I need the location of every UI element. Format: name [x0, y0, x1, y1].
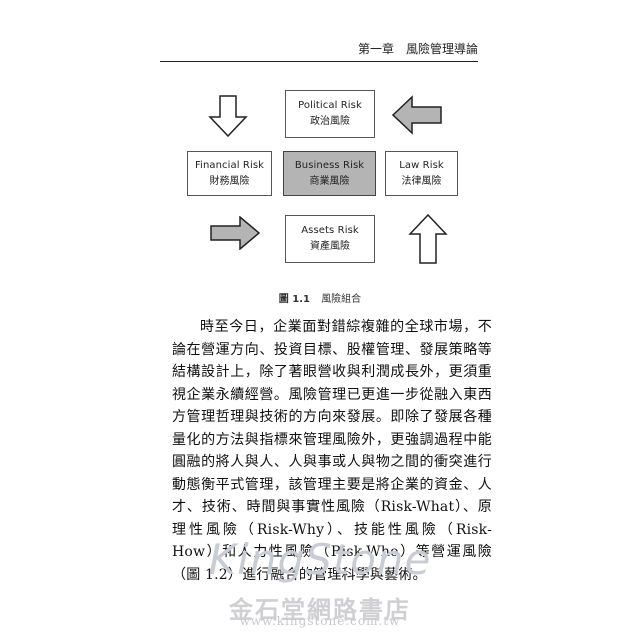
law-risk-en: Law Risk [399, 159, 444, 171]
financial-risk-box: Financial Risk 財務風險 [187, 151, 272, 196]
figure-caption: 圖 1.1 風險組合 [0, 290, 640, 305]
chapter-header: 第一章 風險管理導論 [160, 40, 478, 62]
assets-risk-box: Assets Risk 資產風險 [285, 215, 375, 263]
business-risk-box: Business Risk 商業風險 [283, 151, 376, 196]
financial-risk-zh: 財務風險 [209, 175, 250, 187]
business-risk-en: Business Risk [294, 159, 365, 171]
assets-risk-en: Assets Risk [301, 225, 359, 236]
body-text: 時至今日，企業面對錯綜複雜的全球市場，不論在營運方向、投資目標、股權管理、發展策… [172, 316, 492, 586]
political-risk-zh: 政治風險 [310, 116, 350, 127]
body-paragraph: 時至今日，企業面對錯綜複雜的全球市場，不論在營運方向、投資目標、股權管理、發展策… [172, 319, 492, 583]
down-arrow-icon [208, 95, 248, 137]
right-arrow-icon [210, 216, 260, 250]
chapter-title: 第一章 風險管理導論 [357, 42, 478, 56]
law-risk-zh: 法律風險 [401, 175, 442, 187]
assets-risk-zh: 資產風險 [310, 241, 350, 252]
political-risk-en: Political Risk [298, 100, 362, 111]
risk-diagram: Political Risk 政治風險 Financial Risk 財務風險 … [0, 0, 640, 300]
political-risk-box: Political Risk 政治風險 [285, 90, 375, 138]
watermark-url: www.kingstone.com.tw [239, 614, 401, 628]
up-arrow-icon [408, 214, 448, 264]
figure-number: 圖 1.1 [278, 294, 310, 305]
business-risk-zh: 商業風險 [309, 175, 350, 187]
left-arrow-icon [392, 95, 442, 135]
financial-risk-en: Financial Risk [194, 159, 265, 171]
watermark-chinese: 金石堂網路書店 [229, 595, 411, 624]
law-risk-box: Law Risk 法律風險 [385, 151, 458, 196]
figure-title: 風險組合 [321, 294, 362, 305]
watermark-brand: KingStone [208, 535, 432, 584]
